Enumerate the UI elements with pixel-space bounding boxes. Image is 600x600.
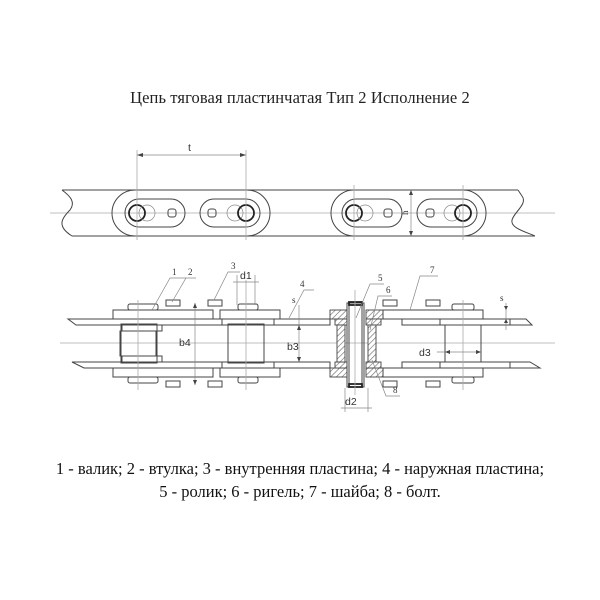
legend-line-1: 1 - валик; 2 - втулка; 3 - внутренняя пл… (55, 459, 545, 478)
washer-mid-top (237, 303, 259, 311)
outer-plate-right-top (382, 309, 484, 320)
d1-dimension: d1 (233, 270, 259, 305)
b3-label: b3 (287, 341, 299, 353)
callout-1: 5 (355, 273, 384, 319)
outer-plate-left (111, 189, 271, 237)
parts-legend: 1 - валик; 2 - втулка; 3 - внутренняя пл… (0, 457, 600, 503)
bushing-section-left (336, 324, 346, 363)
roller-outline-4 (443, 204, 461, 222)
d3-dimension: d3 (419, 347, 481, 359)
svg-text:3: 3 (231, 261, 236, 271)
callout-5: 8 (371, 359, 400, 397)
s-label-left: s (292, 295, 296, 305)
svg-text:5: 5 (378, 273, 383, 283)
d3-label: d3 (419, 347, 431, 359)
svg-text:1: 1 (172, 267, 177, 277)
height-dimension: h (400, 190, 413, 236)
height-label: h (400, 210, 410, 215)
washer-left-bottom (127, 376, 159, 384)
washer-left-top (127, 303, 159, 311)
outer-plate-left-top (112, 309, 214, 320)
svg-text:7: 7 (430, 265, 435, 275)
s-dimension-right: s (500, 293, 508, 330)
callout-4: 7 (409, 265, 438, 311)
legend-line-2: 5 - ролик; 6 - ригель; 7 - шайба; 8 - бо… (159, 482, 441, 501)
right-break-line (511, 189, 536, 237)
callout-6: 1 (151, 267, 186, 311)
outer-plate-left-bottom (112, 367, 214, 378)
bushing-section-right (367, 324, 377, 363)
b3-dimension: b3 s (287, 295, 301, 362)
roller-outline-1 (138, 204, 156, 222)
svg-text:4: 4 (300, 279, 305, 289)
bolt-head-4 (425, 208, 435, 218)
bolt-head-3 (383, 208, 393, 218)
slot-2 (199, 198, 261, 228)
roller-outline-2 (226, 204, 244, 222)
bolt-head-2 (207, 208, 217, 218)
outer-plate-right (330, 189, 487, 237)
roller-left-body (120, 323, 158, 364)
s-label-right: s (500, 293, 504, 303)
slot-3 (341, 198, 403, 228)
svg-text:2: 2 (188, 267, 193, 277)
outer-plate-section-left-top (329, 309, 348, 320)
roller-outline-3 (356, 204, 374, 222)
pin-section (346, 302, 365, 388)
drawing-title: Цепь тяговая пластинчатая Тип 2 Исполнен… (130, 88, 470, 107)
bolt-heads (165, 299, 441, 388)
d1-label: d1 (240, 270, 252, 282)
left-break-line (61, 189, 73, 237)
d2-label: d2 (345, 396, 357, 408)
b4-label: b4 (179, 337, 191, 349)
section-view: b4 b3 s d1 d2 d (60, 261, 555, 412)
slot-1 (124, 198, 186, 228)
pitch-dimension: t (137, 142, 246, 157)
bolt-head-1 (167, 208, 177, 218)
svg-text:6: 6 (386, 285, 391, 295)
callout-7: 2 (171, 267, 196, 303)
callout-3: 4 (288, 279, 314, 319)
outer-plate-right-bottom (382, 367, 484, 378)
pitch-label: t (188, 142, 191, 154)
svg-text:8: 8 (393, 385, 398, 395)
top-view: t h (50, 142, 555, 240)
b4-dimension: b4 (179, 303, 197, 385)
callout-8: 3 (213, 261, 240, 301)
d2-dimension: d2 (341, 388, 372, 412)
callout-2: 6 (369, 285, 392, 331)
outer-plate-mid-bottom (219, 367, 281, 378)
slot-4 (416, 198, 478, 228)
outer-plate-mid-top (219, 309, 281, 320)
washer-mid-bottom (237, 376, 259, 384)
section-link (329, 290, 384, 395)
